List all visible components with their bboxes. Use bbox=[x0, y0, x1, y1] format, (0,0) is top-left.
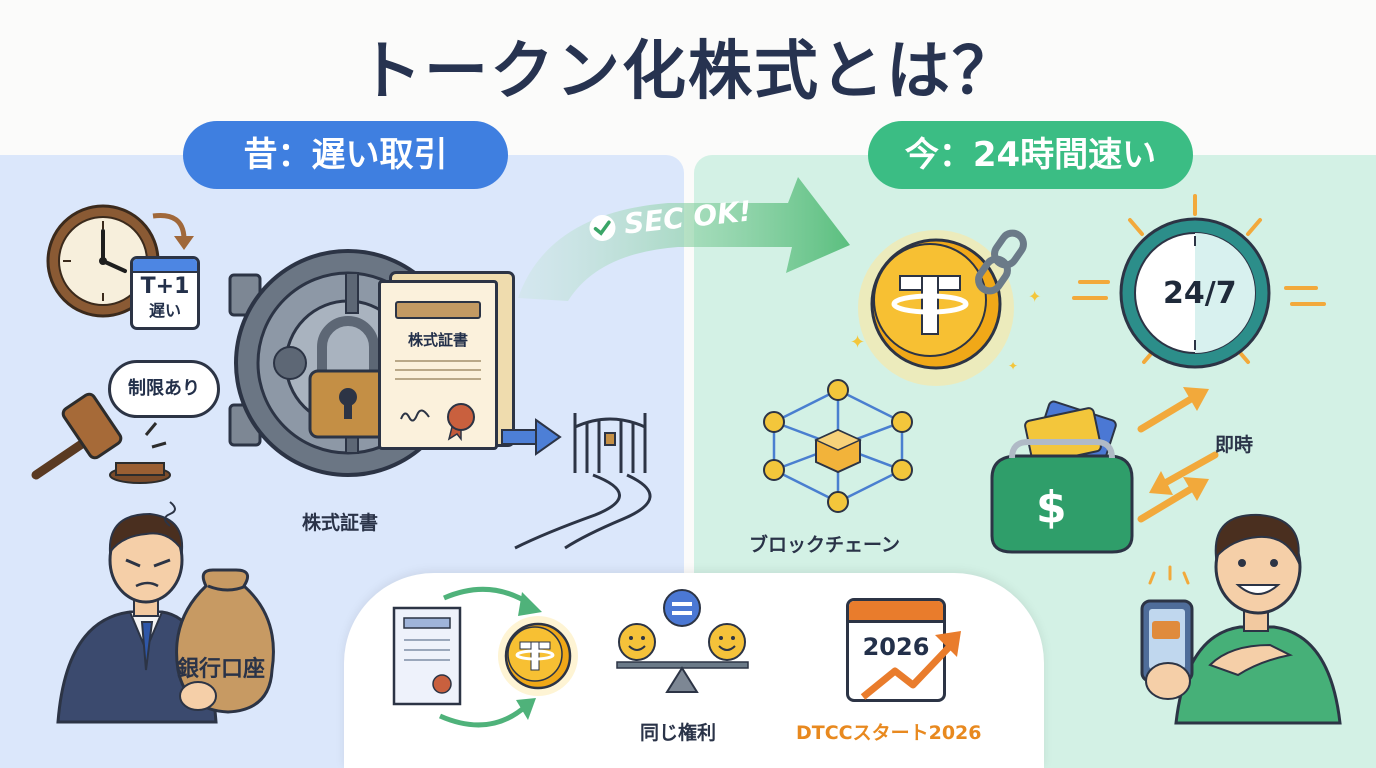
clock-247-icon bbox=[1072, 194, 1326, 369]
right-arrow-icon bbox=[501, 418, 562, 456]
businessman-icon bbox=[56, 501, 275, 724]
svg-text:$: $ bbox=[1036, 482, 1067, 533]
calendar-line-1: T+1 bbox=[140, 274, 190, 299]
calendar-year: 2026 bbox=[862, 633, 930, 661]
sec-approval: SEC OK! bbox=[586, 187, 790, 252]
instant-arrows-icon bbox=[1137, 387, 1219, 523]
clock-247-text: 24/7 bbox=[1163, 276, 1237, 311]
gavel-icon bbox=[31, 392, 171, 484]
present-header: 今：24時間速い bbox=[868, 121, 1193, 189]
svg-text:✦: ✦ bbox=[850, 332, 865, 353]
instant-label: 即時 bbox=[1215, 434, 1254, 456]
svg-text:✦: ✦ bbox=[1008, 359, 1018, 373]
blockchain-network-icon bbox=[763, 379, 913, 513]
happy-person-icon bbox=[1140, 513, 1342, 725]
balance-scale-icon bbox=[616, 589, 749, 693]
signature-icon bbox=[400, 409, 430, 422]
restriction-bubble: 制限あり bbox=[108, 360, 220, 418]
curved-arrow-icon bbox=[152, 212, 194, 250]
sec-ok-text: SEC OK! bbox=[622, 194, 754, 241]
blockchain-label: ブロックチェーン bbox=[749, 534, 901, 556]
growth-arrow-icon bbox=[860, 631, 961, 700]
dtcc-start-label: DTCCスタート2026 bbox=[796, 722, 982, 744]
past-header: 昔：遅い取引 bbox=[183, 121, 508, 189]
wallet-icon: $ bbox=[990, 400, 1134, 554]
t1-calendar: T+1 遅い bbox=[130, 256, 200, 330]
check-icon bbox=[589, 214, 616, 241]
equal-rights-label: 同じ権利 bbox=[640, 722, 717, 744]
seal-icon bbox=[447, 403, 475, 442]
calendar-line-2: 遅い bbox=[148, 301, 181, 320]
svg-text:✦: ✦ bbox=[1028, 287, 1041, 306]
certificate-title: 株式証書 bbox=[407, 331, 468, 349]
token-coin-icon: ✦ ✦ ✦ bbox=[850, 229, 1041, 386]
gate-icon bbox=[514, 413, 652, 550]
certificate-to-token-icon bbox=[392, 586, 578, 728]
stock-certificate: 株式証書 bbox=[378, 280, 498, 450]
sec-arrow bbox=[518, 177, 850, 301]
bank-bag-label: 銀行口座 bbox=[177, 657, 266, 682]
page-title: トークン化株式とは？ bbox=[358, 35, 1018, 109]
vault-label: 株式証書 bbox=[302, 512, 379, 534]
